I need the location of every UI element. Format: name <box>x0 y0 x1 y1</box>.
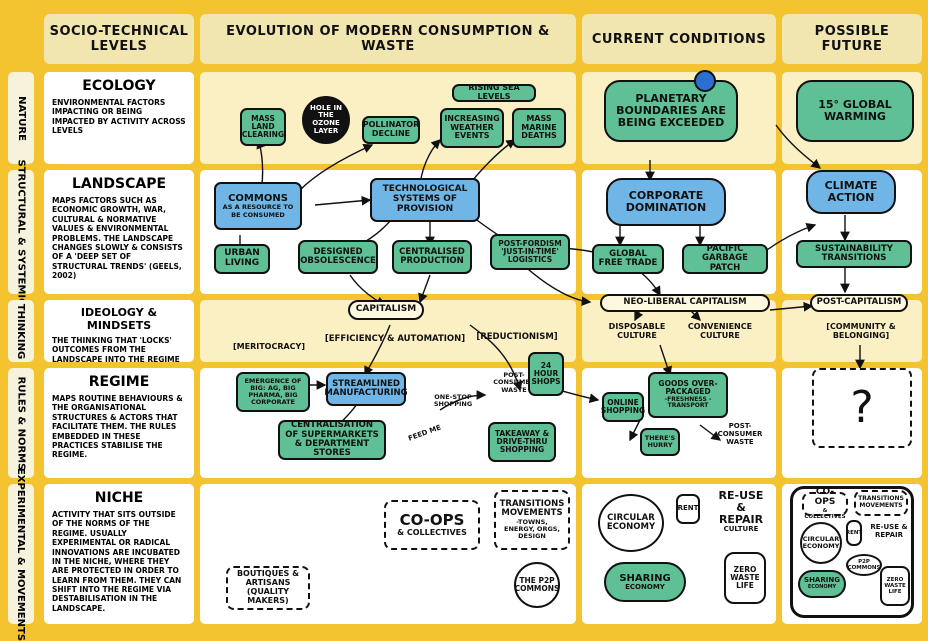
node-one-stop-shopping: ONE-STOP SHOPPING <box>433 392 473 408</box>
side-label-structural: STRUCTURAL & SYSTEMIC <box>8 159 34 305</box>
node-commons: COMMONS AS A RESOURCE TO BE CONSUMED <box>214 182 302 230</box>
node-centralisation-supermarkets: CENTRALISATION OF SUPERMARKETS & DEPARTM… <box>278 420 386 460</box>
node-sharing-subtitle: ECONOMY <box>625 582 665 591</box>
node-coops-subtitle: & COLLECTIVES <box>397 527 467 537</box>
node-transitions-movements: TRANSITIONS MOVEMENTS -TOWNS, ENERGY, OR… <box>494 490 570 550</box>
node-climate-action: CLIMATE ACTION <box>806 170 896 214</box>
node-future-reuse-repair: RE-USE & REPAIR <box>870 523 908 539</box>
node-designed-obsolescence: DESIGNED OBSOLESCENCE <box>298 240 378 274</box>
node-coops: CO-OPS & COLLECTIVES <box>384 500 480 550</box>
node-technological-systems: TECHNOLOGICAL SYSTEMS OF PROVISION <box>370 178 480 222</box>
node-future-zero-waste: ZERO WASTE LIFE <box>880 566 910 606</box>
node-global-warming: 15° GLOBAL WARMING <box>796 80 914 142</box>
node-goods-title: GOODS OVER-PACKAGED <box>658 379 718 397</box>
row-title: NICHE <box>94 490 144 506</box>
node-community-belonging: [COMMUNITY & BELONGING] <box>826 322 896 340</box>
node-meritocracy: [MERITOCRACY] <box>232 341 306 351</box>
side-label-thinking: THINKING <box>8 300 34 362</box>
node-future-sharing-subtitle: ECONOMY <box>807 584 837 591</box>
row-description: Maps routine behaviours & the organisati… <box>52 394 183 460</box>
node-sustainability-transitions: SUSTAINABILITY TRANSITIONS <box>796 240 912 268</box>
node-future-circular: CIRCULAR ECONOMY <box>800 522 842 564</box>
node-reuse-subtitle: CULTURE <box>723 525 759 534</box>
globe-icon <box>694 70 716 92</box>
node-emergence-big: EMERGENCE OF BIG: AG, BIG PHARMA, BIG CO… <box>236 372 310 412</box>
node-convenience-culture: CONVENIENCE CULTURE <box>687 322 753 340</box>
row-ideology: IDEOLOGY & MINDSETS The thinking that 'l… <box>44 300 194 364</box>
node-p2p-commons: THE P2P COMMONS <box>514 562 560 608</box>
node-future-sharing: SHARING ECONOMY <box>798 570 846 598</box>
side-label-rules: RULES & NORMS <box>8 368 34 478</box>
node-theres-hurry: THERE'S HURRY <box>640 428 680 456</box>
header-evolution: EVOLUTION OF MODERN CONSUMPTION & WASTE <box>200 14 576 64</box>
node-reuse-repair: RE-USE & REPAIR CULTURE <box>710 489 772 534</box>
node-future-sharing-title: SHARING <box>804 576 840 585</box>
node-sharing-title: SHARING <box>619 572 671 584</box>
node-sharing-economy: SHARING ECONOMY <box>604 562 686 602</box>
node-pacific-garbage-patch: PACIFIC GARBAGE PATCH <box>682 244 768 274</box>
node-24-hour-shops: 24 HOUR SHOPS <box>528 352 564 396</box>
node-goods-overpackaged: GOODS OVER-PACKAGED -FRESHNESS -TRANSPOR… <box>648 372 728 418</box>
node-corporate-domination: CORPORATE DOMINATION <box>606 178 726 226</box>
node-planetary-boundaries: PLANETARY BOUNDARIES ARE BEING EXCEEDED <box>604 80 738 142</box>
node-urban-living: URBAN LIVING <box>214 244 270 274</box>
node-centralised-production: CENTRALISED PRODUCTION <box>392 240 472 274</box>
node-rent: RENT <box>676 494 700 524</box>
node-post-consumer-waste-current: POST-CONSUMER WASTE <box>717 422 763 446</box>
header-future: POSSIBLE FUTURE <box>782 14 922 64</box>
row-description: Maps factors such as economic growth, wa… <box>52 196 183 280</box>
node-ozone-hole: HOLE IN THE OZONE LAYER <box>302 96 350 144</box>
row-title: IDEOLOGY & MINDSETS <box>80 306 158 332</box>
header-current: CURRENT CONDITIONS <box>582 14 776 64</box>
node-reductionism: [REDUCTIONISM] <box>476 332 558 343</box>
side-label-nature: NATURE <box>8 72 34 164</box>
node-future-coops: CO-OPS & COLLECTIVES <box>802 487 848 520</box>
node-post-capitalism: POST-CAPITALISM <box>810 294 908 312</box>
node-circular-economy: CIRCULAR ECONOMY <box>598 494 664 552</box>
node-commons-subtitle: AS A RESOURCE TO BE CONSUMED <box>222 203 294 219</box>
node-future-coops-title: CO-OPS <box>814 487 836 507</box>
row-title: LANDSCAPE <box>71 176 167 192</box>
node-pollinator-decline: POLLINATOR DECLINE <box>362 116 420 144</box>
node-post-fordism: POST-FORDISM 'JUST-IN-TIME' LOGISTICS <box>490 234 570 270</box>
node-zero-waste-life: ZERO WASTE LIFE <box>724 552 766 604</box>
node-goods-subtitle: -FRESHNESS -TRANSPORT <box>664 395 712 410</box>
node-capitalism: CAPITALISM <box>348 300 424 320</box>
node-neoliberal-capitalism: NEO-LIBERAL CAPITALISM <box>600 294 770 312</box>
node-marine-deaths: MASS MARINE DEATHS <box>512 108 566 148</box>
node-transitions-subtitle: -TOWNS, ENERGY, ORGS, DESIGN <box>504 517 560 540</box>
node-future-rent: RENT <box>846 520 862 546</box>
row-landscape: LANDSCAPE Maps factors such as economic … <box>44 170 194 294</box>
row-title: REGIME <box>88 374 150 390</box>
node-mass-land-clearing: MASS LAND CLEARING <box>240 108 286 146</box>
node-global-free-trade: GLOBAL FREE TRADE <box>592 244 664 274</box>
header-levels: SOCIO-TECHNICAL LEVELS <box>44 14 194 64</box>
row-title: ECOLOGY <box>82 78 156 94</box>
row-description: Activity that sits outside of the norms … <box>52 510 182 613</box>
side-label-experimental: EXPERIMENTAL & MOVEMENTS <box>8 467 34 641</box>
row-description: The thinking that 'locks' outcomes from … <box>52 336 180 364</box>
node-disposable-culture: DISPOSABLE CULTURE <box>608 322 666 340</box>
node-boutiques-artisans: BOUTIQUES & ARTISANS (QUALITY MAKERS) <box>226 566 310 610</box>
row-description: Environmental factors impacting or being… <box>52 98 186 136</box>
node-takeaway: TAKEAWAY & DRIVE-THRU SHOPPING <box>488 422 556 462</box>
node-efficiency-automation: [EFFICIENCY & AUTOMATION] <box>324 334 466 345</box>
node-coops-title: CO-OPS <box>399 511 465 530</box>
node-future-transitions: TRANSITIONS MOVEMENTS <box>854 490 908 516</box>
node-streamlined-manufacturing: STREAMLINED MANUFACTURING <box>324 372 408 406</box>
node-post-consumer-waste-evolution: POST-CONSUMER WASTE <box>493 371 535 394</box>
node-online-shopping: ONLINE SHOPPING <box>601 392 645 422</box>
row-niche: NICHE Activity that sits outside of the … <box>44 484 194 624</box>
node-commons-title: COMMONS <box>228 193 288 205</box>
row-ecology: ECOLOGY Environmental factors impacting … <box>44 72 194 164</box>
node-weather-events: INCREASING WEATHER EVENTS <box>440 108 504 148</box>
node-reuse-title: RE-USE & REPAIR <box>718 489 764 527</box>
node-transitions-title: TRANSITIONS MOVEMENTS <box>499 498 565 519</box>
node-future-coops-subtitle: & COLLECTIVES <box>804 507 846 520</box>
node-unknown-future: ? <box>812 368 912 448</box>
row-regime: REGIME Maps routine behaviours & the org… <box>44 368 194 478</box>
node-rising-sea-levels: RISING SEA LEVELS <box>452 83 536 102</box>
node-future-p2p: P2P COMMONS <box>846 554 882 576</box>
